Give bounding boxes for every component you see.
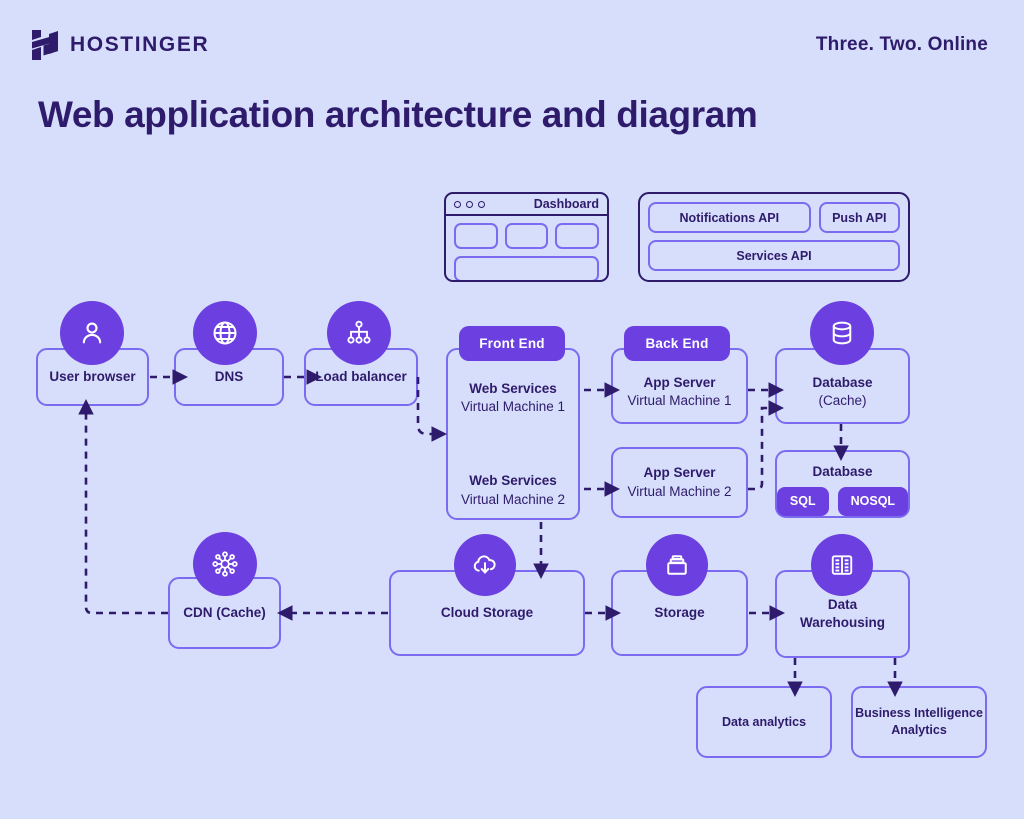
notifications-api-box[interactable]: Notifications API — [648, 202, 811, 233]
cdn-network-icon — [193, 532, 257, 596]
window-dot-1 — [454, 200, 461, 208]
front-end-vm2: Web Services Virtual Machine 2 — [461, 472, 565, 508]
dashboard-card-row — [454, 223, 600, 249]
dashboard-titlebar: Dashboard — [446, 194, 607, 216]
window-dot-3 — [478, 200, 485, 208]
database-cache-sub: (Cache) — [818, 392, 867, 408]
cloud-download-icon — [454, 534, 516, 596]
dashboard-card-3 — [555, 223, 600, 249]
node-label: User browser — [49, 368, 136, 384]
hostinger-h-logo — [30, 28, 60, 62]
node-database[interactable]: Database SQL NOSQL — [775, 450, 910, 518]
front-end-vm2-title: Web Services — [469, 473, 557, 489]
logo-wordmark: HOSTINGER — [70, 33, 210, 56]
services-api-box[interactable]: Services API — [648, 240, 900, 271]
node-label: DNS — [214, 368, 244, 384]
front-end-badge: Front End — [459, 326, 565, 361]
dashboard-body — [446, 216, 607, 280]
chip-sql[interactable]: SQL — [776, 487, 829, 517]
node-data-analytics[interactable]: Data analytics — [696, 686, 832, 758]
front-end-vm1: Web Services Virtual Machine 1 — [461, 380, 565, 416]
user-icon — [60, 301, 124, 365]
front-end-vm1-sub: Virtual Machine 1 — [460, 399, 566, 415]
back-end-vm2-title: App Server — [643, 465, 716, 481]
front-end-vm1-title: Web Services — [469, 381, 557, 396]
api-bottom-row: Services API — [648, 240, 900, 271]
tagline: Three. Two. Online — [815, 34, 988, 55]
hierarchy-icon — [327, 301, 391, 365]
back-end-badge: Back End — [624, 326, 730, 361]
back-end-vm2-sub: Virtual Machine 2 — [627, 483, 732, 499]
bi-analytics-line2: Analytics — [891, 723, 947, 737]
node-label: CDN (Cache) — [183, 604, 266, 620]
dashboard-wide-panel — [454, 256, 599, 280]
database-title: Database — [812, 464, 873, 479]
window-dot-2 — [466, 200, 473, 208]
data-warehousing-line1: Data — [827, 596, 858, 612]
database-cache-title: Database — [812, 374, 873, 390]
back-end-vm1-sub: Virtual Machine 1 — [627, 392, 732, 408]
node-back-end-vm2[interactable]: App Server Virtual Machine 2 — [611, 447, 748, 518]
data-warehousing-line2: Warehousing — [799, 615, 885, 630]
database-chips: SQL NOSQL — [776, 487, 909, 517]
node-bi-analytics[interactable]: Business Intelligence Analytics — [851, 686, 987, 758]
warehouse-icon — [811, 534, 873, 596]
hostinger-logo: HOSTINGER — [30, 28, 209, 62]
push-api-box[interactable]: Push API — [818, 202, 900, 233]
node-label: Data analytics — [721, 714, 807, 729]
api-top-row: Notifications API Push API — [648, 202, 900, 233]
globe-icon — [193, 301, 257, 365]
dashboard-window[interactable]: Dashboard — [444, 192, 609, 282]
page-title: Web application architecture and diagram — [38, 94, 758, 135]
node-label: Load balancer — [315, 368, 407, 384]
dashboard-card-1 — [454, 223, 498, 249]
front-end-vm2-sub: Virtual Machine 2 — [460, 491, 566, 507]
api-panel: Notifications API Push API Services API — [638, 192, 910, 282]
storage-box-icon — [646, 534, 708, 596]
back-end-vm1-title: App Server — [643, 374, 716, 390]
node-label: Cloud Storage — [440, 604, 534, 620]
chip-nosql[interactable]: NOSQL — [837, 487, 909, 517]
bi-analytics-line1: Business Intelligence — [855, 706, 983, 721]
node-label: Storage — [654, 604, 705, 620]
window-dots — [454, 200, 485, 208]
database-icon — [810, 301, 874, 365]
dashboard-card-2 — [504, 223, 549, 249]
dashboard-title: Dashboard — [533, 197, 599, 211]
node-front-end[interactable]: Web Services Virtual Machine 1 Web Servi… — [446, 348, 580, 520]
